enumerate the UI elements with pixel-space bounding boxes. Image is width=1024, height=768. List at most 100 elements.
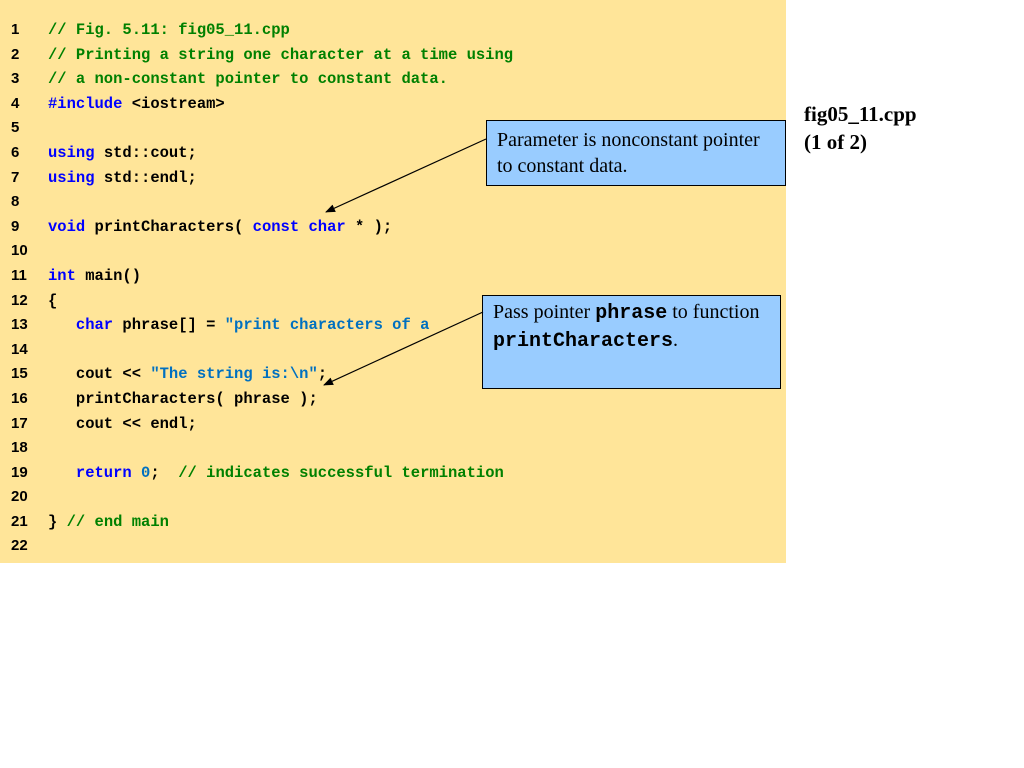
code-listing-panel: 1 // Fig. 5.11: fig05_11.cpp 2 // Printing … [0,0,786,563]
code-token-plain [48,464,76,482]
line-number: 15 [11,365,28,383]
code-text: // a non-constant pointer to constant da… [48,67,448,92]
line-number: 17 [11,414,28,432]
code-token-plain: std::endl; [94,168,197,187]
code-lines: 1 // Fig. 5.11: fig05_11.cpp 2 // Printing … [0,18,786,559]
line-number: 1 [11,21,20,38]
code-token-keyword: using [48,168,95,187]
code-line: 6 using std::cout; [0,141,786,166]
code-text: // Printing a string one character at a … [48,43,513,68]
code-line: 9 void printCharacters( const char * ); [0,215,786,240]
code-token-comment: // Fig. 5.11: fig05_11.cpp [48,21,290,39]
line-number: 8 [11,193,20,211]
code-line: 7 using std::endl; [0,166,786,191]
callout-pass-code-phrase: phrase [595,302,668,325]
code-token-plain: ; [150,463,179,482]
code-token-plain: cout << endl; [48,414,197,433]
line-number: 19 [11,463,28,481]
code-token-plain: } [48,512,67,531]
code-line: 10 [0,239,786,264]
line-number: 18 [11,439,28,457]
line-number: 11 [11,266,27,284]
code-token-plain: <iostream> [122,94,225,113]
line-number: 16 [11,389,28,407]
line-number: 13 [11,316,28,334]
code-token-comment: // a non-constant pointer to constant da… [48,70,448,89]
code-token-keyword: return [75,463,132,482]
code-text: printCharacters( phrase ); [48,387,318,412]
code-token-plain: std::cout; [94,143,197,162]
line-number: 22 [11,537,28,555]
code-line: 12 { [0,289,786,314]
code-line: 4 #include <iostream> [0,92,786,117]
line-number: 12 [11,291,28,309]
line-number: 14 [11,340,28,358]
code-line: 2 // Printing a string one character at a… [0,43,786,68]
code-text: #include <iostream> [48,92,225,117]
code-text: } // end main [48,510,169,535]
code-line: 19 return 0; // indicates successful ter… [0,461,786,486]
code-token-keyword: void [48,217,86,236]
code-token-keyword: using [48,143,95,162]
code-text: return 0; // indicates successful termin… [48,461,504,486]
code-token-plain: printCharacters( phrase ); [48,389,318,408]
code-line: 15 cout << "The string is:\n"; [0,362,786,387]
code-line: 22 [0,534,786,559]
code-token-comment: // Printing a string one character at a … [48,45,514,64]
code-token-comment: // end main [66,512,169,531]
code-token-keyword: int [48,266,76,285]
code-token-keyword: #include [48,94,123,113]
code-token-keyword: char [75,316,114,335]
code-token-plain: cout << [48,365,151,384]
code-token-plain: main() [75,266,142,285]
line-number: 6 [11,143,20,161]
code-line: 3 // a non-constant pointer to constant d… [0,67,786,92]
callout-pass-pointer-note: Pass pointer phrase to function printCha… [482,295,781,389]
file-label: fig05_11.cpp (1 of 2) [804,100,917,156]
code-text: using std::cout; [48,141,197,166]
code-token-keyword: const [252,217,300,236]
line-number: 9 [11,217,20,235]
code-text: char phrase[] = "print characters of a [48,313,429,338]
code-line: 8 [0,190,786,215]
code-token-plain: printCharacters( [85,217,253,236]
page-indicator: (1 of 2) [804,130,867,154]
code-token-plain: * ); [345,217,393,236]
line-number: 5 [11,119,20,137]
code-token-keyword: char [308,217,346,236]
callout-pass-middle: to function [667,301,760,323]
code-text: int main() [48,264,141,289]
callout-pass-suffix: . [673,329,679,351]
code-line: 20 [0,485,786,510]
line-number: 20 [11,488,28,506]
line-number: 3 [11,70,20,88]
code-text: void printCharacters( const char * ); [48,215,392,240]
code-token-plain: phrase[] = [113,316,225,335]
line-number: 2 [11,45,20,63]
code-text: using std::endl; [48,166,197,191]
line-number: 7 [11,168,20,186]
file-name: fig05_11.cpp [804,102,917,126]
line-number: 10 [11,242,28,260]
code-line: 1 // Fig. 5.11: fig05_11.cpp [0,18,786,43]
code-line: 18 [0,436,786,461]
code-token-plain [48,316,76,334]
line-number: 21 [11,512,28,530]
code-line: 11 int main() [0,264,786,289]
code-line: 17 cout << endl; [0,412,786,437]
code-token-string: "print characters of a [224,316,430,335]
code-text: // Fig. 5.11: fig05_11.cpp [48,18,290,43]
code-token-plain: ; [317,365,328,384]
code-line: 16 printCharacters( phrase ); [0,387,786,412]
callout-pass-prefix: Pass pointer [493,301,596,323]
line-number: 4 [11,94,20,112]
code-text: { [48,289,57,314]
code-line: 14 [0,338,786,363]
code-line: 21} // end main [0,510,786,535]
callout-parameter-note: Parameter is nonconstant pointer to cons… [486,120,786,186]
code-token-string: "The string is:\n" [150,365,318,384]
code-token-plain [132,464,141,482]
callout-parameter-text: Parameter is nonconstant pointer to cons… [497,129,760,177]
code-token-comment: // indicates successful termination [178,463,504,482]
callout-pass-code-function: printCharacters [493,330,674,353]
